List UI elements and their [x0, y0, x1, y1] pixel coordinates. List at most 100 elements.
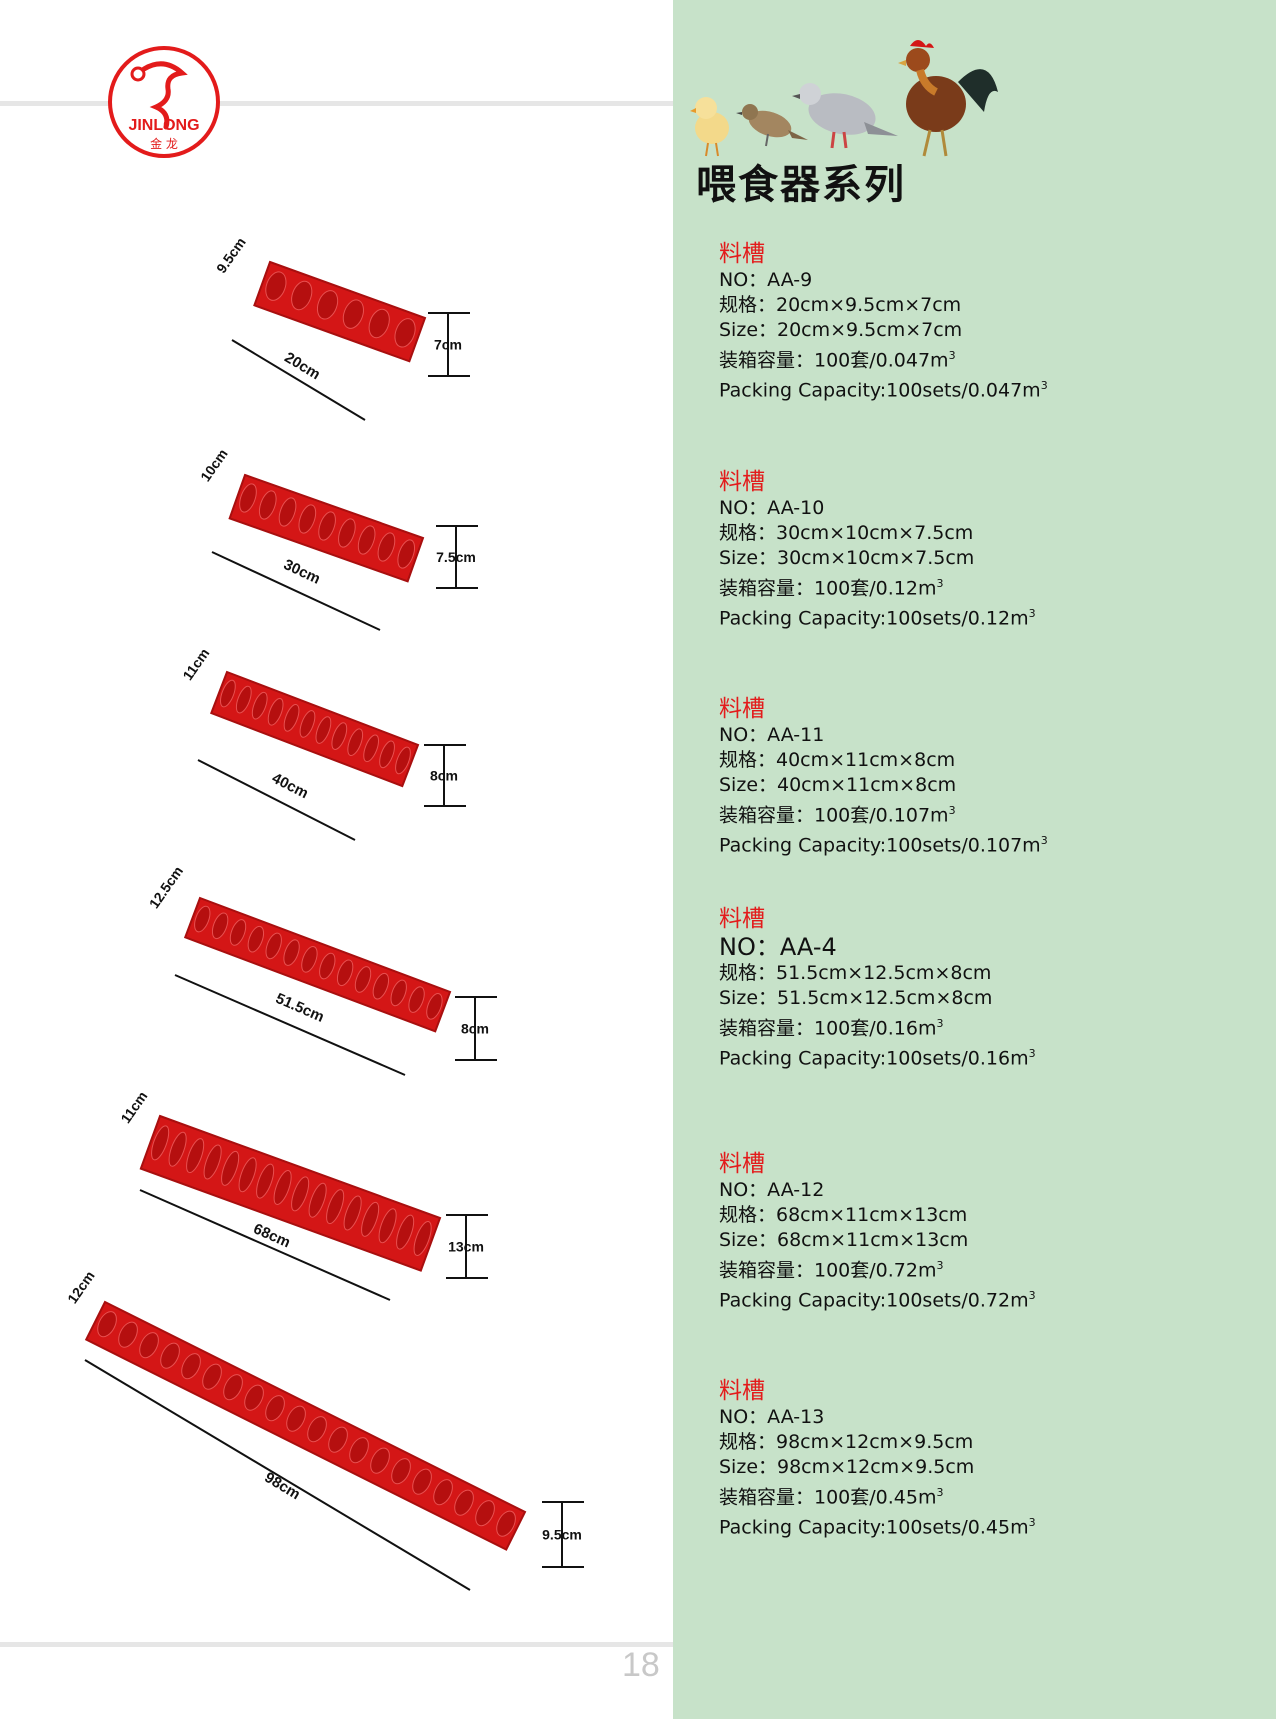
feeder-hole — [368, 308, 390, 339]
feeder-hole — [433, 1479, 453, 1506]
feeder-hole — [342, 299, 364, 329]
feeder-hole — [354, 966, 372, 993]
feeder-hole — [265, 1395, 285, 1422]
series-title: 喂食器系列 — [696, 162, 906, 208]
birds-illustration — [690, 40, 998, 157]
length-label: 98cm — [261, 1469, 303, 1503]
feeder-hole — [394, 318, 416, 348]
feeder-hole — [203, 1144, 222, 1180]
product-aa-4: 料槽 NO：AA-4 规格：51.5cm×12.5cm×8cm Size：51.… — [719, 905, 1036, 1072]
feeder-hole — [343, 1195, 362, 1231]
width-label: 9.5cm — [213, 234, 249, 276]
page-number: 18 — [622, 1646, 660, 1684]
feeder-hole — [326, 1189, 345, 1225]
product-name: 料槽 — [719, 906, 765, 932]
feeder-hole — [378, 1208, 397, 1244]
product-name: 料槽 — [719, 241, 765, 267]
feeder-hole — [223, 1374, 243, 1401]
feeder-hole — [315, 716, 332, 744]
feeder-hole — [291, 1176, 310, 1212]
length-dim-line — [84, 1359, 471, 1591]
feeder-hole — [118, 1321, 138, 1348]
product-pack-en: Packing Capacity:100sets/0.16m3 — [719, 1047, 1036, 1070]
feeder-hole — [372, 972, 390, 1000]
feeder-hole — [286, 1405, 306, 1432]
product-name: 料槽 — [719, 469, 765, 495]
product-spec: 规格：20cm×9.5cm×7cm — [719, 294, 962, 316]
feeder-hole — [160, 1342, 180, 1369]
feeder-hole — [256, 1163, 275, 1199]
feeder-hole — [454, 1489, 474, 1516]
product-size: Size：51.5cm×12.5cm×8cm — [719, 987, 993, 1009]
width-label: 12cm — [64, 1268, 98, 1307]
feeder-hole — [267, 697, 284, 726]
feeder-hole — [426, 993, 443, 1020]
length-label: 68cm — [251, 1220, 293, 1251]
product-name: 料槽 — [719, 1378, 765, 1404]
feeder-hole — [390, 979, 407, 1007]
product-pack-cn: 装箱容量：100套/0.45m3 — [719, 1486, 944, 1509]
feeder-hole — [397, 539, 416, 569]
product-pack-cn: 装箱容量：100套/0.047m3 — [719, 349, 956, 372]
feeder-hole — [318, 511, 336, 541]
product-spec: 规格：40cm×11cm×8cm — [719, 749, 956, 771]
feeder-hole — [298, 504, 317, 534]
product-size: Size：30cm×10cm×7.5cm — [719, 547, 975, 569]
feeder-hole — [235, 685, 252, 714]
feeder-hole — [408, 986, 425, 1013]
feeder-hole — [349, 1437, 369, 1464]
feeder-hole — [265, 271, 287, 301]
feeder-hole — [265, 932, 282, 960]
feeder-hole — [301, 946, 318, 973]
feeder-hole — [247, 925, 265, 953]
feeder-hole — [395, 746, 411, 775]
length-dim-line — [197, 759, 356, 841]
feeder-hole — [283, 939, 300, 966]
height-label: 8cm — [461, 1021, 489, 1037]
product-aa-11: 料槽 NO：AA-11 规格：40cm×11cm×8cm Size：40cm×1… — [719, 695, 1048, 859]
feeder-illustrations: 7cm20cm9.5cm7.5cm30cm10cm8cm40cm11cm8cm5… — [64, 234, 584, 1591]
feeder-hole — [319, 952, 336, 980]
product-spec: 规格：51.5cm×12.5cm×8cm — [719, 962, 992, 984]
right-panel — [673, 0, 1276, 1719]
feeder-hole — [278, 497, 297, 527]
feeder-hole — [211, 912, 229, 940]
product-no: NO：AA-13 — [719, 1406, 825, 1428]
product-size: Size：68cm×11cm×13cm — [719, 1229, 969, 1251]
product-pack-cn: 装箱容量：100套/0.16m3 — [719, 1017, 944, 1040]
feeder-hole — [168, 1131, 187, 1167]
feeder-hole — [251, 691, 268, 720]
product-size: Size：20cm×9.5cm×7cm — [719, 319, 963, 341]
height-label: 9.5cm — [542, 1527, 582, 1543]
feeder-hole — [181, 1353, 201, 1380]
product-aa-10: 料槽 NO：AA-10 规格：30cm×10cm×7.5cm Size：30cm… — [719, 468, 1036, 632]
product-size: Size：98cm×12cm×9.5cm — [719, 1456, 975, 1478]
product-no: NO：AA-9 — [719, 269, 813, 291]
feeder-hole — [357, 525, 376, 555]
product-spec: 规格：98cm×12cm×9.5cm — [719, 1431, 974, 1453]
feeder-hole — [202, 1363, 222, 1390]
feeder-hole — [194, 905, 211, 933]
feeder-hole — [308, 1182, 327, 1218]
feeder-hole — [258, 490, 277, 520]
feeder-hole — [413, 1221, 432, 1256]
top-rule — [0, 101, 673, 106]
product-spec: 规格：68cm×11cm×13cm — [719, 1204, 968, 1226]
feeder-hole — [186, 1138, 205, 1174]
feeder-hole — [361, 1201, 380, 1237]
length-dim-line — [231, 339, 366, 421]
feeder-hole — [391, 1458, 411, 1485]
feeder-hole — [347, 728, 364, 757]
feeder-hole — [291, 280, 313, 311]
length-label: 30cm — [281, 556, 323, 588]
product-aa-9: 料槽 NO：AA-9 规格：20cm×9.5cm×7cm Size：20cm×9… — [719, 240, 1048, 404]
product-pack-cn: 装箱容量：100套/0.72m3 — [719, 1259, 944, 1282]
feeder-hole — [379, 740, 395, 769]
feeder-hole — [396, 1214, 415, 1250]
height-label: 8cm — [430, 768, 458, 784]
product-pack-en: Packing Capacity:100sets/0.12m3 — [719, 607, 1036, 630]
feeder-body — [210, 670, 420, 788]
